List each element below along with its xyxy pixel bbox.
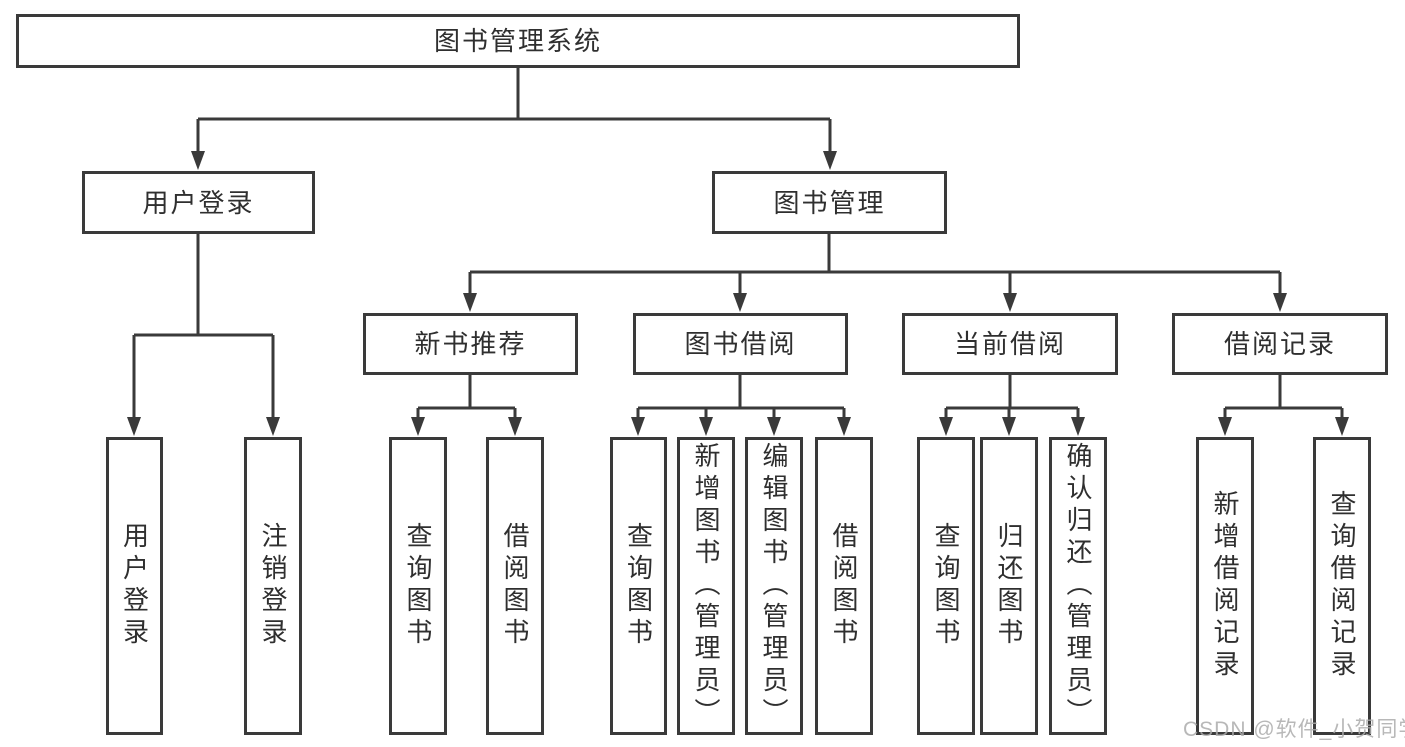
node-leaf-login: 用户登录 bbox=[106, 437, 163, 735]
node-leaf-newbooks-query: 查询图书 bbox=[389, 437, 447, 735]
node-leaf-borrow-add-admin-label: 新增图书（管理员） bbox=[691, 442, 721, 730]
connector-management-to-level3 bbox=[463, 233, 1287, 312]
connector-login-to-leaves bbox=[127, 233, 280, 436]
node-leaf-newbooks-borrow-label: 借阅图书 bbox=[500, 522, 530, 650]
connector-current-to-leaves bbox=[939, 375, 1085, 436]
node-user-login: 用户登录 bbox=[82, 171, 315, 234]
node-leaf-current-confirm-admin-label: 确认归还（管理员） bbox=[1063, 442, 1093, 730]
node-new-book-recommend: 新书推荐 bbox=[363, 313, 578, 375]
node-current-borrowing-label: 当前借阅 bbox=[953, 329, 1066, 359]
node-borrow-records: 借阅记录 bbox=[1172, 313, 1388, 375]
node-current-borrowing: 当前借阅 bbox=[902, 313, 1118, 375]
node-borrow-records-label: 借阅记录 bbox=[1223, 329, 1336, 359]
node-leaf-borrow-borrow-label: 借阅图书 bbox=[829, 522, 859, 650]
node-leaf-records-query-label: 查询借阅记录 bbox=[1327, 490, 1357, 682]
node-leaf-records-add: 新增借阅记录 bbox=[1196, 437, 1254, 735]
node-book-borrowing-label: 图书借阅 bbox=[684, 329, 797, 359]
node-book-borrowing: 图书借阅 bbox=[633, 313, 848, 375]
node-leaf-login-label: 用户登录 bbox=[119, 522, 150, 650]
node-root-system: 图书管理系统 bbox=[16, 14, 1020, 68]
node-leaf-borrow-query-label: 查询图书 bbox=[623, 522, 654, 650]
node-leaf-borrow-edit-admin-label: 编辑图书（管理员） bbox=[759, 442, 789, 730]
node-leaf-records-add-label: 新增借阅记录 bbox=[1210, 490, 1240, 682]
node-book-management-label: 图书管理 bbox=[773, 187, 886, 218]
node-leaf-borrow-borrow: 借阅图书 bbox=[815, 437, 873, 735]
node-leaf-current-query-label: 查询图书 bbox=[931, 522, 961, 650]
connector-newbooks-to-leaves bbox=[411, 375, 522, 436]
node-leaf-records-query: 查询借阅记录 bbox=[1313, 437, 1371, 735]
csdn-watermark: CSDN @软件_小贺同学 bbox=[1183, 718, 1405, 741]
node-leaf-newbooks-borrow: 借阅图书 bbox=[486, 437, 544, 735]
node-leaf-logout-label: 注销登录 bbox=[258, 522, 288, 650]
node-leaf-current-query: 查询图书 bbox=[917, 437, 975, 735]
node-leaf-current-return: 归还图书 bbox=[980, 437, 1038, 735]
node-user-login-label: 用户登录 bbox=[142, 187, 255, 218]
node-leaf-newbooks-query-label: 查询图书 bbox=[403, 522, 433, 650]
node-leaf-borrow-query: 查询图书 bbox=[610, 437, 667, 735]
node-leaf-logout: 注销登录 bbox=[244, 437, 302, 735]
node-new-book-recommend-label: 新书推荐 bbox=[414, 329, 527, 359]
node-book-management: 图书管理 bbox=[712, 171, 947, 234]
node-leaf-current-confirm-admin: 确认归还（管理员） bbox=[1049, 437, 1107, 735]
connector-borrowing-to-leaves bbox=[631, 375, 851, 436]
node-leaf-borrow-edit-admin: 编辑图书（管理员） bbox=[745, 437, 803, 735]
node-leaf-current-return-label: 归还图书 bbox=[994, 522, 1024, 650]
node-root-system-label: 图书管理系统 bbox=[433, 26, 602, 56]
node-leaf-borrow-add-admin: 新增图书（管理员） bbox=[677, 437, 735, 735]
connector-records-to-leaves bbox=[1218, 375, 1349, 436]
connector-root-to-level2 bbox=[191, 67, 837, 170]
